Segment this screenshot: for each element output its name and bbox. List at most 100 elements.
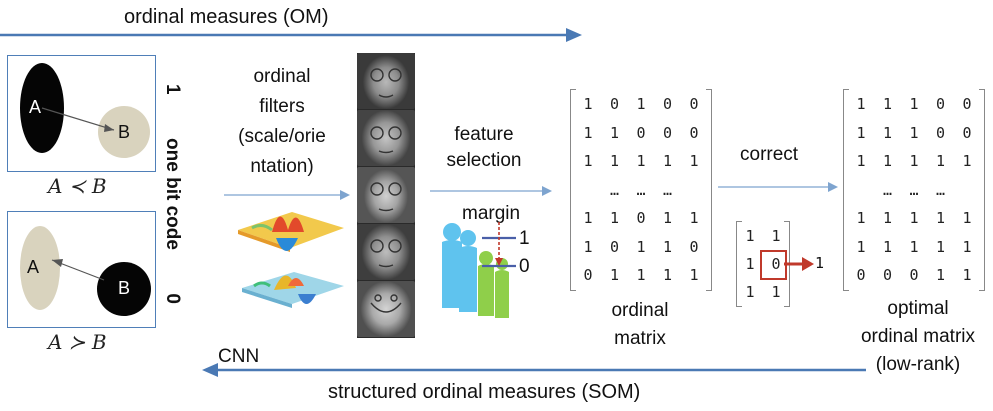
optimal-matrix-cell: 1 (909, 152, 919, 170)
face-image-strip (357, 53, 415, 338)
optimal-matrix-cell: 1 (909, 95, 919, 113)
blob-a-light (20, 226, 60, 310)
ordinal-matrix-cell: … (662, 180, 673, 199)
panel-a-label-a: A (29, 97, 42, 117)
optimal-matrix-cell: 1 (882, 237, 893, 256)
ordinal-matrix-cell: 1 (662, 266, 673, 284)
bit-zero: 0 (162, 293, 183, 304)
panel-b-label-a: A (27, 257, 40, 277)
optimal-label-line2: ordinal matrix (860, 326, 976, 347)
optimal-matrix-cell: … (909, 180, 919, 199)
face-features-overlay (370, 68, 402, 313)
mini-matrix-cell: 0 (771, 255, 781, 273)
ordinal-matrix-cell: 1 (609, 209, 620, 227)
ordinal-matrix-cell (581, 176, 595, 205)
ordinal-matrix-cell: 1 (636, 152, 646, 170)
som-arrow (202, 363, 866, 377)
ordinal-matrix-cell: 1 (662, 209, 673, 227)
panel-b-illustration (20, 226, 151, 316)
optimal-matrix-cell: … (882, 180, 893, 199)
ordinal-matrix-cell: 0 (689, 237, 699, 256)
optimal-matrix-cell: … (935, 180, 946, 199)
ordinal-matrix-cell: 1 (636, 266, 646, 284)
relation-succeeds: A ≻ B (48, 330, 107, 354)
ordinal-matrix-cell: 0 (662, 95, 673, 113)
panel-b-label-b: B (118, 278, 131, 298)
filters-to-faces-arrow (224, 190, 350, 200)
ordinal-matrix-cell: 1 (583, 95, 593, 113)
filter-surface-top-icon (238, 212, 344, 252)
bit-one: 1 (162, 84, 183, 95)
ordinal-filters-line1: ordinal (253, 66, 311, 87)
optimal-matrix-cell: 0 (962, 123, 972, 142)
ordinal-matrix-cell (687, 176, 701, 205)
om-label: ordinal measures (OM) (124, 6, 329, 28)
matrix-to-optimal-arrow (718, 182, 838, 192)
ordinal-matrix-cell: 1 (689, 209, 699, 227)
mini-matrix-cell: 1 (745, 283, 755, 301)
som-label: structured ordinal measures (SOM) (328, 381, 641, 403)
faces-to-matrix-arrow (430, 186, 552, 196)
blob-b-light (98, 106, 150, 158)
ordinal-matrix-cell: 1 (583, 123, 593, 142)
optimal-label-line3: (low-rank) (875, 354, 961, 375)
optimal-matrix-cell: 1 (856, 95, 866, 113)
ordinal-matrix-cell: 1 (636, 95, 646, 113)
feature-selection-line1: feature (454, 124, 514, 145)
ordinal-matrix-cell: 0 (609, 237, 620, 256)
optimal-matrix-cell: 1 (882, 95, 893, 113)
optimal-matrix-cell: 1 (882, 209, 893, 227)
mini-matrix-cell: 1 (771, 283, 781, 301)
optimal-matrix-cell: 1 (935, 209, 946, 227)
ordinal-matrix-cell: 1 (609, 152, 620, 170)
optimal-matrix-cell (960, 176, 974, 205)
face-image-1 (357, 53, 415, 109)
ordinal-matrix-cell: 1 (662, 152, 673, 170)
ordinal-matrix-cell: 0 (689, 123, 699, 142)
optimal-matrix-cell: 1 (856, 152, 866, 170)
ordinal-matrix-cell: 1 (636, 237, 646, 256)
optimal-matrix-cell: 1 (909, 237, 919, 256)
ordinal-matrix-cell: 0 (689, 95, 699, 113)
face-image-4 (357, 224, 415, 280)
optimal-matrix-cell: 0 (882, 266, 893, 284)
optimal-matrix-cell: 1 (962, 237, 972, 256)
optimal-matrix-cell: 1 (882, 152, 893, 170)
cnn-label: CNN (218, 346, 260, 367)
ordinal-filters-line4: ntation) (250, 156, 314, 177)
optimal-matrix-cell: 1 (856, 209, 866, 227)
ordinal-matrix-cell: 1 (689, 266, 699, 284)
ordinal-matrix-row: ……… (571, 176, 711, 205)
ordinal-matrix-cell: 1 (609, 266, 620, 284)
optimal-matrix-cell: 1 (882, 123, 893, 142)
margin-zero: 0 (519, 256, 530, 277)
optimal-matrix-cell: 1 (935, 266, 946, 284)
margin-label: margin (462, 203, 521, 224)
mini-matrix-cell: 1 (745, 227, 755, 245)
ordinal-matrix-label-line2: matrix (614, 328, 666, 349)
optimal-matrix-cell: 1 (909, 209, 919, 227)
ordinal-matrix-cell: 1 (609, 123, 620, 142)
ordinal-matrix-cell: 1 (689, 152, 699, 170)
optimal-matrix-cell: 0 (909, 266, 919, 284)
bit-code-vertical: 1 one bit code 0 (158, 84, 186, 304)
margin-one: 1 (519, 228, 530, 249)
ordinal-filters-line2: filters (259, 96, 305, 117)
ordinal-matrix-cell: 0 (636, 209, 646, 227)
panel-a-label-b: B (118, 122, 131, 142)
corrected-value: 1 (815, 254, 825, 272)
optimal-matrix-cell: 1 (962, 266, 972, 284)
